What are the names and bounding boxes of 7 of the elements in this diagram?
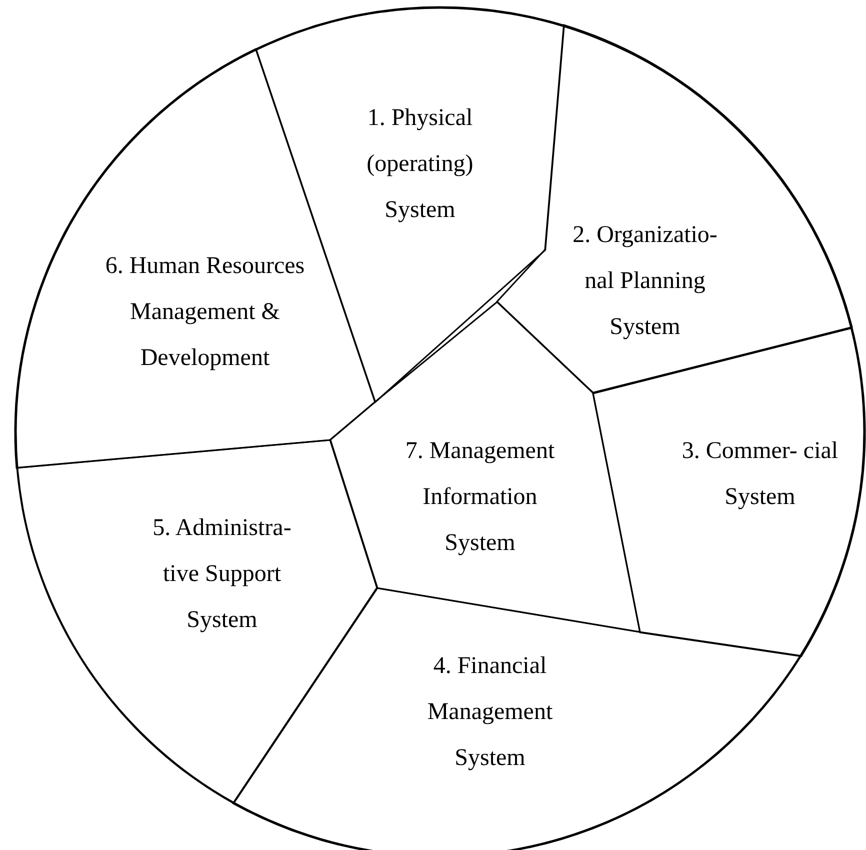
segment-label: 2. Organizatio- nal Planning System bbox=[572, 220, 718, 342]
segment-label: 4. Financial Management System bbox=[426, 652, 554, 773]
segment-label: 1. Physical (operating) System bbox=[366, 104, 474, 225]
segment-label: 5. Administra- tive Support System bbox=[152, 514, 292, 635]
segment-label: 6. Human Resources Management & Development bbox=[104, 252, 306, 373]
segment-label: 7. Management Information System bbox=[404, 437, 556, 558]
segment-label: 3. Commer- cial System bbox=[680, 436, 840, 512]
